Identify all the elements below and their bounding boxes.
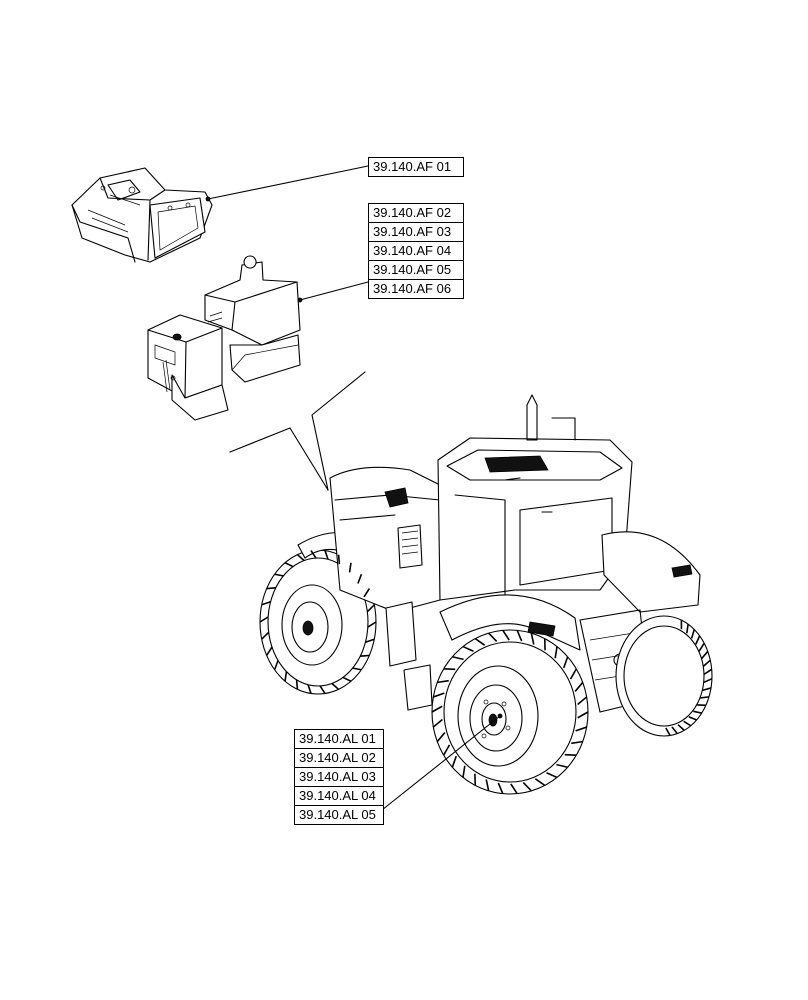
- tread-lug: [702, 687, 712, 692]
- tread-lug: [307, 684, 312, 694]
- tread-lug: [266, 587, 276, 590]
- callout-label: 39.140.AL 03: [295, 768, 383, 787]
- tread-lug: [265, 646, 273, 656]
- tread-lug: [577, 711, 589, 719]
- callout-label: 39.140.AL 05: [299, 807, 376, 822]
- tread-lug: [562, 656, 569, 669]
- tread-lug: [310, 550, 317, 559]
- tread-lug: [261, 601, 271, 606]
- tread-lug: [510, 783, 518, 795]
- tread-lug: [337, 554, 341, 565]
- tread-lug: [534, 778, 546, 787]
- tread-lug: [516, 630, 523, 642]
- callout-label: 39.140.AL 02: [295, 749, 383, 768]
- tread-lug: [284, 562, 294, 568]
- tread-lug: [273, 660, 279, 671]
- tread-lug: [296, 554, 305, 562]
- tread-lug: [442, 744, 451, 756]
- callout-label: 39.140.AF 01: [373, 159, 452, 174]
- tread-lug: [700, 696, 710, 699]
- tread-lug: [546, 772, 558, 779]
- tread-lug: [363, 588, 371, 598]
- tread-lug: [462, 645, 474, 652]
- callout-label: 39.140.AF 04: [369, 242, 463, 261]
- callout-label: 39.140.AF 02: [369, 204, 463, 223]
- tread-lug: [574, 681, 584, 692]
- tread-lug: [436, 732, 446, 743]
- tread-lug: [295, 679, 299, 690]
- tread-lug: [690, 629, 696, 639]
- tread-lug: [452, 655, 464, 661]
- tread-lug: [319, 685, 326, 694]
- tread-lug: [502, 629, 510, 641]
- callout-label: 39.140.AL 01: [295, 730, 383, 749]
- tread-lug: [701, 650, 709, 660]
- tread-lug: [357, 573, 363, 584]
- tread-lug: [431, 705, 443, 713]
- tread-lug: [575, 726, 587, 732]
- tread-lug: [530, 632, 535, 645]
- tread-lug: [488, 632, 498, 642]
- tread-lug: [342, 676, 352, 682]
- callout-wheel-weights: 39.140.AL 01 39.140.AL 02 39.140.AL 03 3…: [294, 729, 384, 825]
- tread-lug: [365, 638, 375, 643]
- tread-lug: [259, 616, 269, 623]
- tread-lug: [703, 668, 713, 676]
- callout-label: 39.140.AF 03: [369, 223, 463, 242]
- tread-lug: [698, 642, 705, 652]
- tread-lug: [686, 624, 689, 634]
- tread-lug: [367, 621, 377, 628]
- callout-leaders: [205, 165, 503, 811]
- tread-lug: [348, 562, 352, 573]
- tread-lug: [474, 637, 486, 646]
- tread-lug: [432, 718, 443, 728]
- tread-lug: [352, 667, 362, 671]
- tread-lug: [577, 696, 588, 706]
- tread-lug: [497, 782, 504, 794]
- tread-lug: [485, 779, 490, 792]
- tread-lug: [366, 604, 375, 613]
- tread-lug: [702, 659, 711, 667]
- tread-lug: [437, 679, 449, 684]
- front-weight-bracket-illustration: [71, 167, 213, 263]
- tread-lug: [688, 716, 697, 721]
- tread-lug: [569, 668, 578, 680]
- tread-lug: [462, 765, 466, 778]
- callout-label: 39.140.AL 04: [295, 787, 383, 806]
- tread-lug: [556, 763, 568, 769]
- tread-lug: [284, 671, 288, 682]
- tread-lug: [360, 654, 370, 657]
- callout-label: 39.140.AF 06: [373, 281, 452, 296]
- tire-treads: [259, 550, 713, 795]
- tread-lug: [695, 635, 701, 645]
- tread-lug: [671, 726, 678, 735]
- detail-pointer-lines: [229, 371, 366, 491]
- tread-lug: [554, 646, 558, 659]
- tread-lug: [665, 727, 671, 736]
- tread-lug: [683, 720, 692, 727]
- tread-lug: [433, 692, 445, 698]
- tread-lug: [451, 755, 458, 768]
- tread-lug: [571, 740, 583, 745]
- tread-lug: [274, 573, 284, 577]
- tread-lug: [703, 677, 713, 684]
- tread-lug: [331, 682, 340, 690]
- tread-lug: [677, 724, 685, 731]
- tread-lug: [522, 782, 532, 792]
- front-weights-illustration: [147, 255, 301, 421]
- callout-label: 39.140.AF 05: [369, 261, 463, 280]
- tread-lug: [324, 550, 329, 560]
- callout-front-weights: 39.140.AF 02 39.140.AF 03 39.140.AF 04 3…: [368, 203, 464, 299]
- tread-lug: [261, 631, 270, 640]
- callout-front-weight-bracket: 39.140.AF 01: [368, 157, 464, 177]
- tread-lug: [693, 710, 702, 714]
